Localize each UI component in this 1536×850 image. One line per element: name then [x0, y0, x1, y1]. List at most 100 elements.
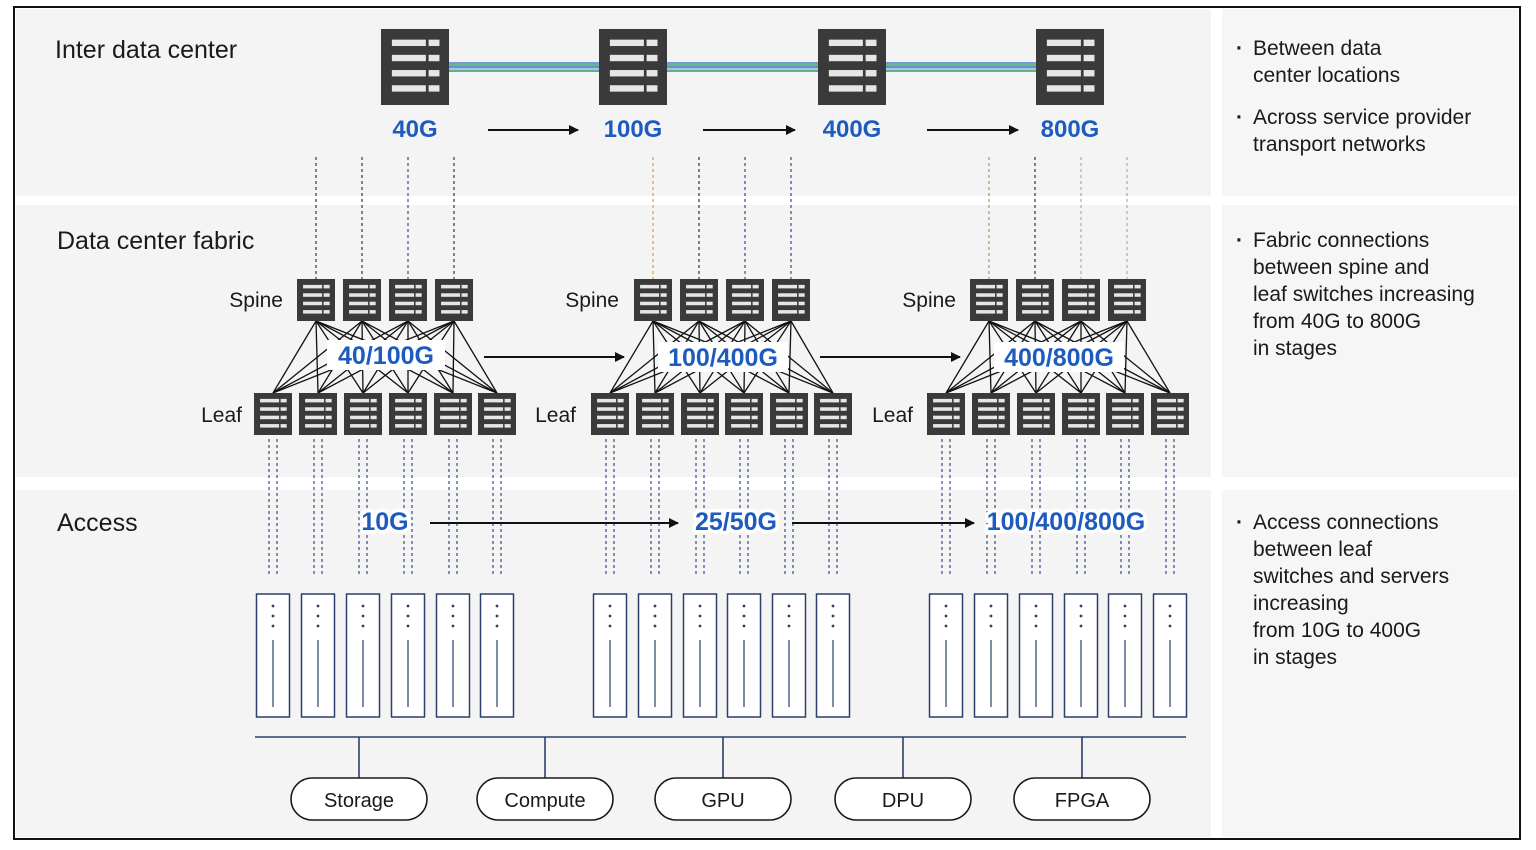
spine-switch-port-bank	[349, 301, 369, 306]
spine-switch-port-bank	[1068, 293, 1088, 297]
leaf-switch-port-bank	[395, 398, 415, 403]
spine-switch-port-bank	[415, 310, 422, 314]
spine-switch-port-bank	[640, 293, 660, 297]
spine-switch-port-bank	[686, 284, 706, 289]
leaf-switch-port-bank	[280, 424, 287, 428]
spine-switch-port-bank	[1068, 310, 1088, 314]
leaf-switch-port-bank	[597, 424, 617, 428]
leaf-switch-port-bank	[820, 424, 840, 428]
leaf-switch	[770, 393, 808, 435]
spine-switch-port-bank	[640, 310, 660, 314]
leaf-switch-port-bank	[731, 424, 751, 428]
leaf-switch-port-bank	[687, 415, 707, 420]
leaf-switch-port-bank	[933, 415, 953, 420]
leaf-switch-port-bank	[731, 407, 751, 411]
dc-router-port-bank	[428, 85, 440, 92]
server-led	[316, 624, 320, 628]
dc-router-port-bank	[609, 85, 644, 92]
workload-label: Storage	[324, 790, 394, 812]
server-led	[787, 614, 791, 618]
dc-router-port-bank	[609, 39, 644, 47]
access-note: Access connections between leaf switches…	[1236, 509, 1516, 671]
leaf-switch-port-bank	[484, 415, 504, 420]
leaf-switch-port-bank	[776, 407, 796, 411]
spine-switch-port-bank	[369, 301, 376, 306]
spine-switch-port-bank	[640, 284, 660, 289]
leaf-switch	[478, 393, 516, 435]
spine-switch-port-bank	[369, 284, 376, 289]
fabric-link	[945, 320, 1036, 394]
workload-label: FPGA	[1055, 790, 1110, 812]
fabric-link	[272, 320, 317, 394]
spine-switch-port-bank	[752, 310, 759, 314]
spine-switch-port-bank	[461, 284, 468, 289]
spine-switch-port-bank	[660, 284, 667, 289]
leaf-switch-port-bank	[1112, 424, 1132, 428]
leaf-switch-port-bank	[998, 415, 1005, 420]
server-led	[1123, 614, 1127, 618]
server-led	[406, 604, 410, 608]
workload-label: DPU	[882, 790, 924, 812]
leaf-switch	[927, 393, 965, 435]
access-notes: Access connections between leaf switches…	[1236, 509, 1516, 686]
server-led	[831, 604, 835, 608]
server-led	[944, 624, 948, 628]
spine-label: Spine	[902, 289, 956, 312]
leaf-switch-port-bank	[370, 398, 377, 403]
leaf-switch-port-bank	[978, 398, 998, 403]
leaf-switch-port-bank	[707, 415, 714, 420]
leaf-switch-port-bank	[325, 407, 332, 411]
leaf-switch-port-bank	[642, 398, 662, 403]
leaf-switch	[434, 393, 472, 435]
leaf-switch-port-bank	[484, 398, 504, 403]
spine-switch-port-bank	[798, 293, 805, 297]
workload-pill	[290, 777, 428, 821]
leaf-switch-port-bank	[820, 398, 840, 403]
server-led	[1034, 614, 1038, 618]
spine-switch-port-bank	[395, 301, 415, 306]
leaf-switch-port-bank	[1112, 398, 1132, 403]
spine-switch-port-bank	[1088, 284, 1095, 289]
dc-router-port-bank	[1083, 85, 1095, 92]
fabric-speed-bg	[994, 342, 1124, 372]
leaf-switch-port-bank	[1068, 415, 1088, 420]
leaf-switch-port-bank	[415, 407, 422, 411]
spine-switch-port-bank	[706, 284, 713, 289]
leaf-switch-port-bank	[687, 424, 707, 428]
fabric-speed-label: 100/400G	[668, 344, 778, 372]
leaf-switch-port-bank	[953, 407, 960, 411]
server	[300, 593, 336, 718]
fabric-link	[453, 320, 498, 394]
server-led	[1168, 604, 1172, 608]
workload-pill	[476, 777, 614, 821]
leaf-switch-port-bank	[1177, 415, 1184, 420]
spine-switch-port-bank	[323, 293, 330, 297]
leaf-switch-port-bank	[1088, 407, 1095, 411]
leaf-switch-port-bank	[260, 407, 280, 411]
leaf-switch-port-bank	[933, 398, 953, 403]
spine-switch-port-bank	[1134, 284, 1141, 289]
server	[1107, 593, 1143, 718]
dc-router-port-bank	[865, 85, 877, 92]
spine-switch-port-bank	[369, 293, 376, 297]
leaf-switch-port-bank	[998, 398, 1005, 403]
spine-switch-port-bank	[976, 284, 996, 289]
spine-switch-port-bank	[640, 301, 660, 306]
leaf-switch-port-bank	[617, 398, 624, 403]
leaf-switch	[254, 393, 292, 435]
leaf-switch-port-bank	[662, 398, 669, 403]
spine-switch-port-bank	[441, 310, 461, 314]
leaf-switch-port-bank	[953, 424, 960, 428]
spine-switch-port-bank	[441, 301, 461, 306]
spine-switch-port-bank	[778, 301, 798, 306]
leaf-switch-port-bank	[1023, 398, 1043, 403]
leaf-switch-port-bank	[1043, 424, 1050, 428]
leaf-switch-port-bank	[1157, 415, 1177, 420]
spine-switch-port-bank	[732, 310, 752, 314]
spine-switch-port-bank	[686, 310, 706, 314]
server-led	[361, 624, 365, 628]
dc-router-port-bank	[391, 54, 426, 62]
server	[928, 593, 964, 718]
leaf-switch	[1106, 393, 1144, 435]
leaf-switch-port-bank	[440, 424, 460, 428]
